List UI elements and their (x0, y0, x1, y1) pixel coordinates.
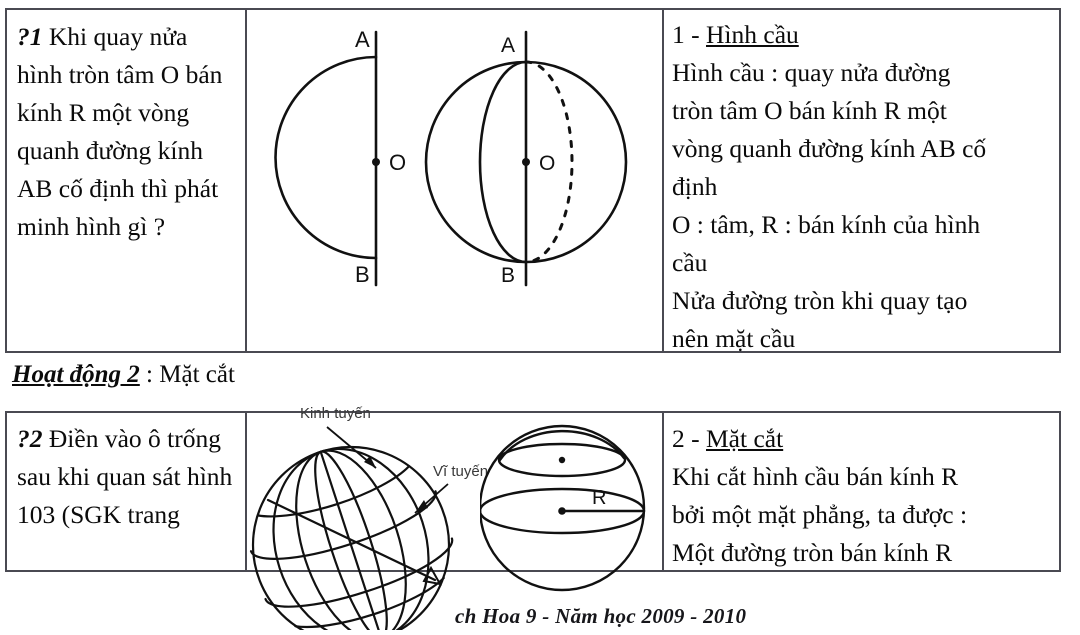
globe-parallel (249, 490, 437, 560)
definition-2-heading-number: 2 - (672, 424, 706, 453)
definition-1-line: Nửa đường tròn khi quay tạo (672, 286, 968, 315)
activity-2-heading: Hoạt động 2 : Mặt cắt (12, 361, 235, 389)
upper-circle-center-dot (558, 456, 566, 464)
table-activity-2 (5, 411, 1061, 572)
definition-2-line: bởi một mặt phẳng, ta được : (672, 500, 968, 529)
semicircle-center-dot (372, 158, 380, 166)
question-1-marker: ?1 (17, 22, 43, 51)
activity-2-rest: : Mặt cắt (139, 361, 235, 388)
question-2-marker: ?2 (17, 424, 43, 453)
sphere-meridian-front (478, 60, 528, 264)
globe-parallel-group (249, 465, 454, 629)
table-one-divider-left (245, 10, 247, 351)
globe-parallel (264, 537, 454, 608)
sphere-of-revolution-diagram: A B O A B O (248, 10, 658, 315)
definition-1-line: định (672, 172, 718, 201)
label-semicircle-O: O (389, 150, 406, 175)
definition-1-line: vòng quanh đường kính AB cố (672, 134, 987, 163)
definition-1-line: Hình cầu : quay nửa đường (672, 58, 951, 87)
sphere-center-dot (522, 158, 530, 166)
definition-2-heading: 2 - Mặt cắt (672, 420, 1054, 458)
arrowhead-kinh-tuyen (364, 456, 376, 468)
label-semicircle-A: A (355, 27, 370, 52)
definition-1-line: O : tâm, R : bán kính của hình (672, 210, 981, 239)
label-radius-R: R (592, 487, 606, 509)
definition-1-line: tròn tâm O bán kính R một (672, 96, 947, 125)
table-two-divider-left (245, 413, 247, 570)
sphere-cross-section-figure: R (478, 408, 670, 613)
definition-2-line: Một đường tròn bán kính R (672, 538, 953, 567)
globe-meridian-group (272, 447, 430, 635)
globe-equator-line (266, 498, 437, 582)
table-one-divider-right (662, 10, 664, 351)
table-activity-1 (5, 8, 1061, 353)
globe-parallel (256, 465, 411, 518)
sphere-center-dot (558, 507, 566, 515)
definition-1-heading: 1 - Hình cầu (672, 16, 1054, 54)
arrowhead-vi-tuyen (415, 500, 428, 513)
activity-2-emphasis: Hoạt động 2 (12, 361, 140, 388)
footer-note: ch Hoa 9 - Năm học 2009 - 2010 (455, 604, 747, 628)
globe-meridians-parallels-figure: Kinh tuyến Vĩ tuyến (243, 400, 503, 635)
definition-1-cell: 1 - Hình cầu Hình cầu : quay nửa đường t… (672, 16, 1054, 358)
definition-2-cell: 2 - Mặt cắt Khi cắt hình cầu bán kính R … (672, 420, 1054, 572)
definition-2-heading-term: Mặt cắt (706, 424, 784, 453)
definition-1-line: nên mặt cầu (672, 324, 796, 353)
question-1-cell: ?1 Khi quay nửa hình tròn tâm O bán kính… (17, 18, 235, 246)
semicircle-arc (274, 55, 378, 260)
globe-meridian (314, 450, 388, 635)
label-kinh-tuyen: Kinh tuyến (300, 405, 371, 422)
sphere-rotation-svg: A B O A B O (274, 27, 628, 287)
label-semicircle-B: B (355, 262, 370, 287)
question-2-cell: ?2 Điền vào ô trống sau khi quan sát hìn… (17, 420, 235, 534)
definition-2-line: Khi cắt hình cầu bán kính R (672, 462, 959, 491)
definition-1-line: cầu (672, 248, 708, 277)
question-2-text: Điền vào ô trống sau khi quan sát hình 1… (17, 424, 233, 529)
label-vi-tuyen: Vĩ tuyến (433, 463, 488, 480)
label-sphere-O: O (539, 152, 555, 175)
label-sphere-A: A (501, 34, 515, 57)
globe-svg: Kinh tuyến Vĩ tuyến (249, 405, 488, 635)
definition-1-heading-term: Hình cầu (706, 20, 799, 49)
table-two-divider-right (662, 413, 664, 570)
question-1-text: Khi quay nửa hình tròn tâm O bán kính R … (17, 22, 223, 241)
cross-section-upper-cap-arc (498, 429, 626, 462)
sphere-meridian-back-dashed (524, 60, 574, 264)
definition-1-heading-number: 1 - (672, 20, 706, 49)
cross-section-svg: R (478, 424, 646, 592)
label-sphere-B: B (501, 264, 515, 287)
globe-equator-arrowhead (422, 565, 442, 586)
